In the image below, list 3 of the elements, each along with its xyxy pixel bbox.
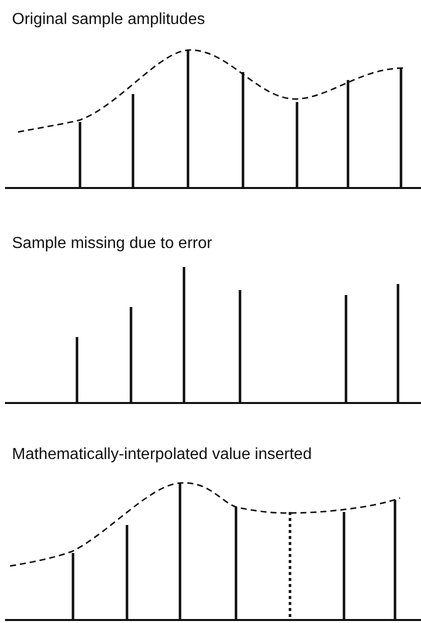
- panel-heading: Mathematically-interpolated value inserted: [12, 445, 313, 465]
- panel-heading: Sample missing due to error: [12, 234, 214, 254]
- panel-heading: Original sample amplitudes: [12, 10, 206, 30]
